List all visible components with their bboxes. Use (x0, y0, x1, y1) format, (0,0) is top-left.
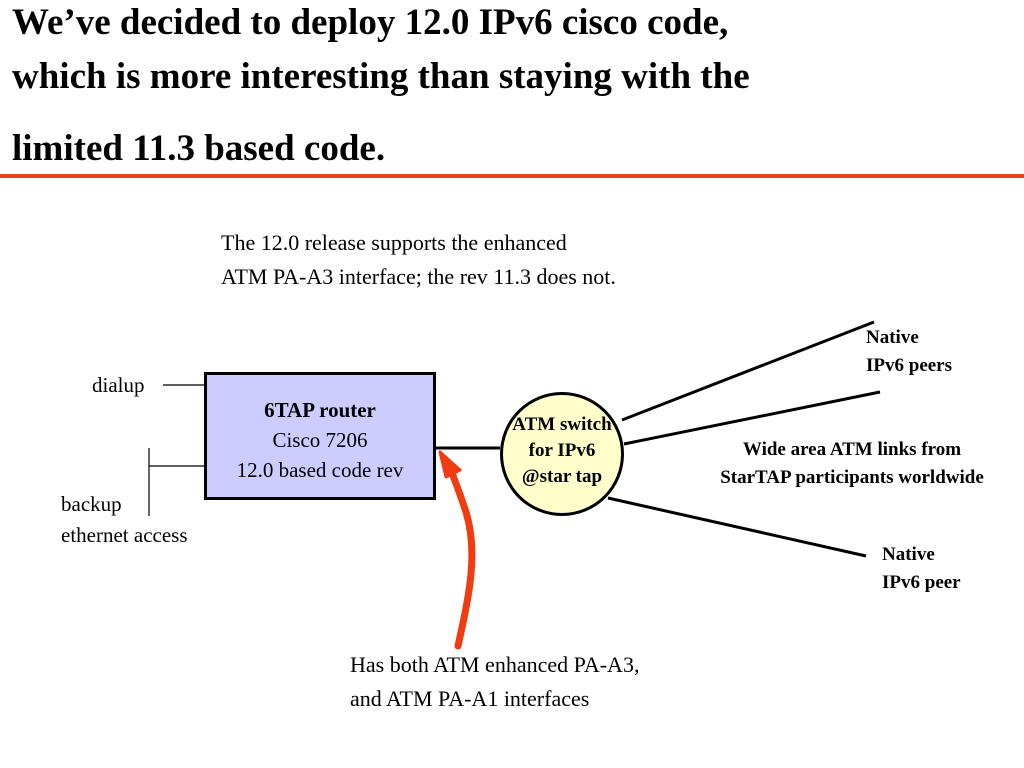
dialup-label: dialup (92, 373, 145, 397)
switch-line-1: ATM switch (512, 414, 612, 435)
link-native-peers-top (621, 320, 875, 422)
switch-line-3: @star tap (521, 466, 603, 487)
native-peer-bottom-label: Native IPv6 peer (882, 541, 961, 597)
pa-arrow-head (438, 450, 462, 479)
native-peers-top-line-2: IPv6 peers (866, 355, 953, 376)
title-line-2: which is more interesting than staying w… (12, 56, 750, 97)
pa-arrow-shaft (446, 464, 476, 650)
wide-area-label: Wide area ATM links from StarTAP partici… (690, 436, 1014, 492)
router-box: 6TAP router Cisco 7206 12.0 based code r… (204, 372, 436, 500)
bottom-note-line-2: and ATM PA-A1 interfaces (350, 686, 590, 711)
top-note-line-2: ATM PA-A3 interface; the rev 11.3 does n… (221, 264, 616, 289)
top-note-line-1: The 12.0 release supports the enhanced (221, 230, 567, 255)
switch-line-2: for IPv6 (528, 440, 596, 461)
backup-label-line-1: backup (61, 492, 122, 516)
native-peers-top-line-1: Native (866, 327, 919, 348)
wide-area-line-1: Wide area ATM links from (742, 439, 962, 460)
bottom-note: Has both ATM enhanced PA-A3, and ATM PA-… (350, 648, 639, 716)
native-peers-top-label: Native IPv6 peers (866, 324, 952, 380)
backup-label: backup ethernet access (61, 489, 188, 551)
native-peer-bottom-line-1: Native (882, 544, 935, 565)
router-name: 6TAP router (264, 398, 376, 422)
title-underline (0, 174, 1024, 178)
link-native-peer-bottom (607, 496, 867, 558)
link-wide-area (623, 390, 881, 446)
title-line-1: We’ve decided to deploy 12.0 IPv6 cisco … (12, 2, 729, 43)
top-note: The 12.0 release supports the enhanced A… (221, 226, 616, 294)
wide-area-line-2: StarTAP participants worldwide (720, 467, 984, 488)
native-peer-bottom-line-2: IPv6 peer (882, 572, 961, 593)
router-model: Cisco 7206 (272, 428, 368, 452)
bottom-note-line-1: Has both ATM enhanced PA-A3, (350, 652, 640, 677)
atm-switch-node: ATM switch for IPv6 @star tap (500, 392, 624, 516)
title-line-3: limited 11.3 based code. (12, 128, 386, 169)
backup-label-line-2: ethernet access (61, 523, 188, 547)
router-code: 12.0 based code rev (236, 458, 404, 482)
